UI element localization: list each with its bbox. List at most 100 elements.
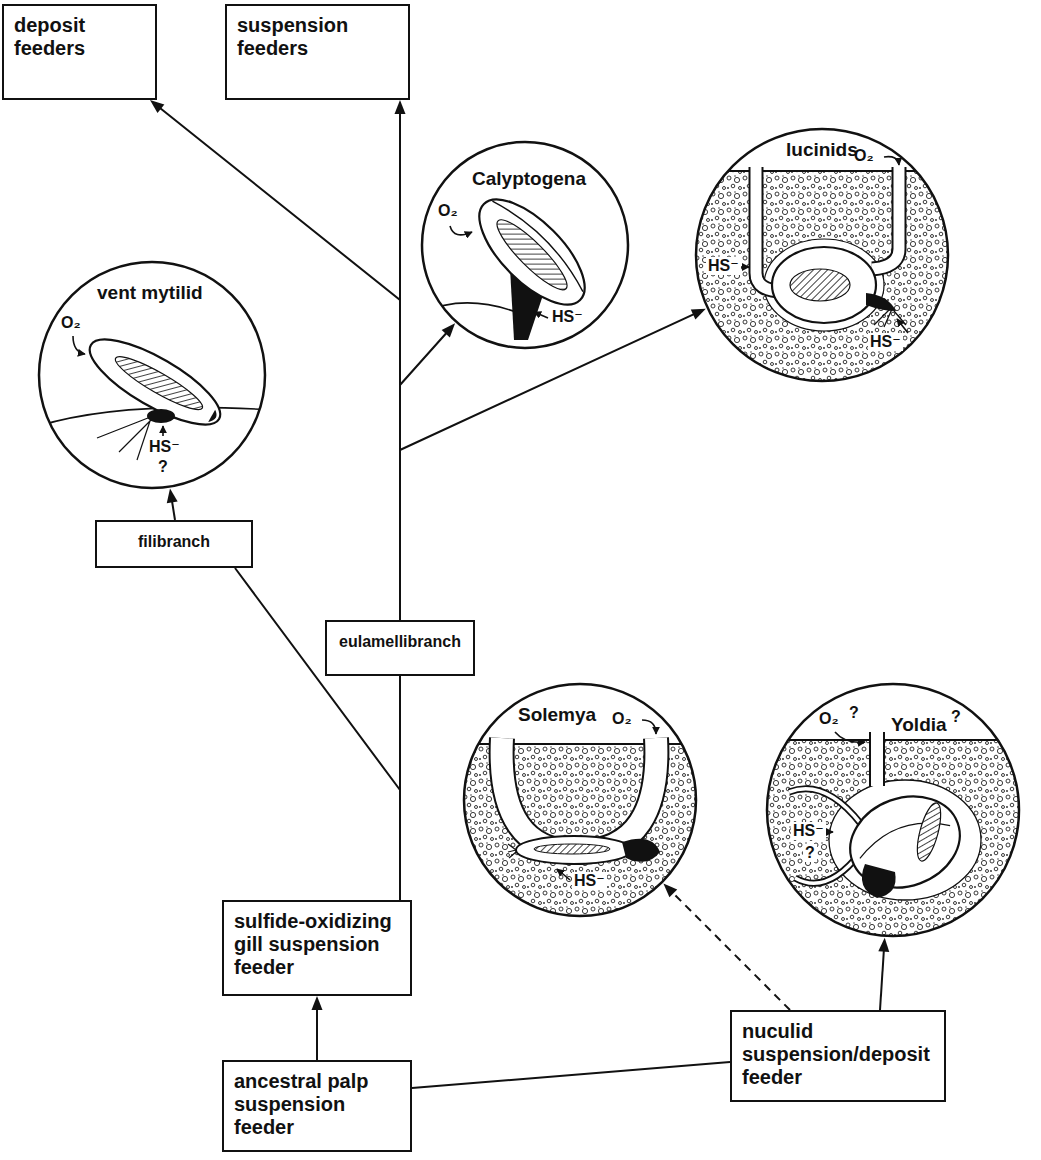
habitat-circle: O₂?Yoldia?HS⁻? — [765, 682, 1021, 938]
oxygen-arrow — [884, 157, 899, 165]
sulfide-arrow — [897, 319, 908, 333]
chemical-label: ? — [951, 708, 961, 726]
burrow — [502, 738, 657, 852]
burrow — [502, 738, 657, 852]
chemical-label: ? — [803, 844, 817, 862]
circle-outline — [767, 684, 1019, 936]
shell — [208, 410, 219, 424]
chemical-label: O₂ — [61, 314, 81, 332]
oxygen-arrow — [73, 336, 85, 354]
chemical-label: ? — [158, 458, 168, 476]
connector — [663, 883, 790, 1010]
circle-outline — [696, 129, 948, 381]
chemical-label: HS⁻ — [572, 872, 607, 890]
chemical-label: O₂ — [438, 202, 458, 220]
connector — [412, 1062, 730, 1088]
habitat-circle: Solemya O₂ HS⁻ — [462, 682, 698, 918]
sulfide-arrow — [825, 831, 833, 833]
connector — [235, 568, 400, 900]
arrowhead — [691, 309, 706, 320]
oxygen-arrow — [450, 226, 472, 235]
oxygen-arrow — [642, 720, 656, 734]
feeding-type-box: sulfide-oxidizing gill suspension feeder — [222, 900, 412, 996]
arrowhead — [442, 323, 455, 337]
gill — [490, 212, 575, 297]
arrowhead — [167, 489, 178, 504]
box-label: filibranch — [105, 533, 243, 551]
connector — [400, 309, 706, 620]
connector — [878, 938, 889, 1010]
chemical-label: HS⁻ — [791, 822, 826, 840]
oxygen-arrow — [835, 732, 865, 742]
palp-proboscis — [789, 789, 861, 824]
arrowhead — [312, 996, 323, 1010]
sulfide-arrow — [534, 312, 548, 318]
arrowhead — [663, 883, 677, 897]
chemical-label: HS⁻ — [868, 333, 903, 351]
palp-proboscis — [789, 789, 861, 824]
connector — [312, 996, 323, 1060]
circle-outline — [422, 142, 628, 348]
connector-line — [400, 313, 697, 620]
feeding-type-box: deposit feeders — [2, 4, 157, 100]
byssus-threads — [97, 416, 153, 460]
siphon — [869, 732, 885, 786]
circle-outline — [39, 262, 265, 488]
chemical-label: ? — [849, 704, 859, 722]
yoldia-drawing — [765, 732, 1021, 938]
organism-name: Yoldia — [891, 714, 947, 736]
arrowhead — [150, 100, 164, 113]
arrowhead — [878, 938, 889, 952]
sulfide-arrow — [740, 266, 749, 268]
shell — [463, 183, 602, 322]
connector-line — [235, 568, 400, 900]
shell — [837, 782, 972, 903]
chemical-label: HS⁻ — [552, 308, 583, 326]
rock-line — [420, 303, 516, 316]
gill — [913, 801, 946, 864]
gill — [790, 269, 850, 301]
sediment-surface — [765, 739, 1021, 741]
burrow-tube — [872, 167, 899, 269]
chemical-label: O₂ — [854, 147, 874, 165]
sediment — [694, 171, 950, 383]
shell — [79, 324, 231, 440]
burrow-tube — [872, 167, 899, 269]
circle-ground — [422, 142, 628, 348]
sulfide-arrow — [557, 869, 570, 880]
connector — [400, 323, 455, 620]
rock-line — [37, 407, 267, 428]
chemical-label: O₂ — [612, 710, 632, 728]
habitat-circle: vent mytilidO₂HS⁻? — [37, 260, 267, 490]
feeding-type-box: nuculid suspension/deposit feeder — [730, 1010, 946, 1102]
box-label: suspension feeders — [237, 14, 398, 60]
gill-type-box: eulamellibranch — [325, 620, 475, 676]
solemya-drawing — [462, 720, 698, 918]
siphon — [871, 732, 883, 786]
box-label: nuculid suspension/deposit feeder — [742, 1020, 934, 1089]
box-label: ancestral palp suspension feeder — [234, 1070, 400, 1139]
organism-name: Solemya — [518, 704, 596, 726]
shell — [463, 183, 602, 322]
sulfide-arrow — [162, 426, 164, 436]
chemical-label: O₂ — [819, 710, 839, 728]
connector-line — [880, 948, 884, 1010]
sediment — [765, 740, 1021, 938]
foot — [622, 839, 660, 862]
habitat-circle: lucinidsO₂ HS⁻ HS⁻ — [694, 127, 950, 383]
feeding-type-box: ancestral palp suspension feeder — [222, 1060, 412, 1152]
chemical-label: HS⁻ — [149, 438, 180, 456]
mantle-fringe — [508, 844, 516, 858]
arrowhead — [395, 100, 406, 114]
chemical-label: HS⁻ — [706, 257, 741, 275]
feeding-type-box: suspension feeders — [225, 4, 410, 100]
shell — [79, 324, 231, 440]
circle-ground — [39, 262, 265, 488]
gill — [111, 349, 208, 416]
box-label: eulamellibranch — [335, 633, 465, 651]
gill-type-box: filibranch — [95, 520, 253, 568]
box-label: sulfide-oxidizing gill suspension feeder — [234, 910, 400, 979]
sediment-surface — [694, 170, 950, 172]
organism-name: lucinids — [786, 139, 858, 161]
